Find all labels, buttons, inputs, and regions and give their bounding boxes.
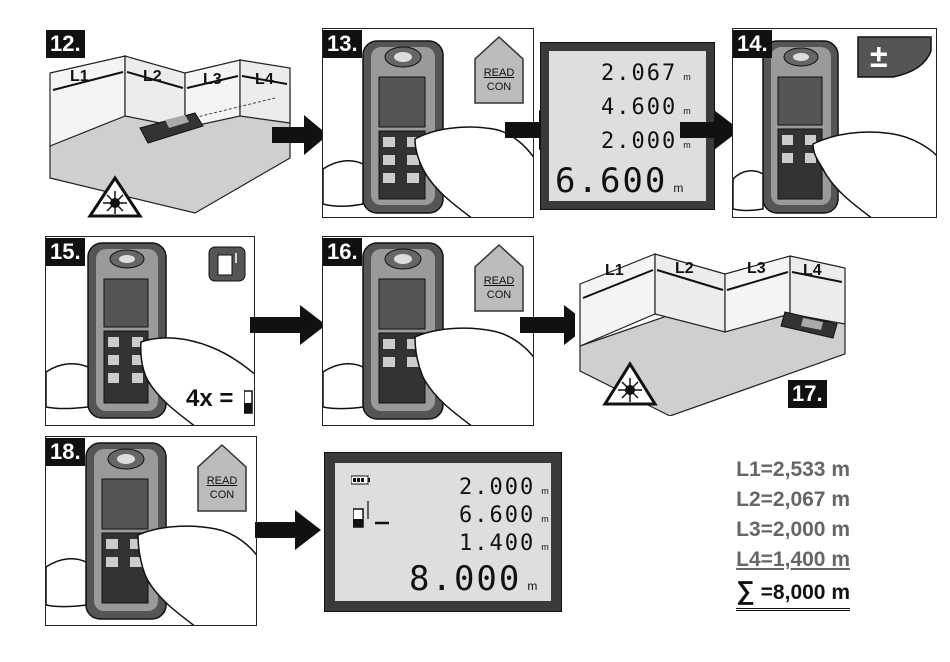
battery-icon bbox=[244, 379, 255, 415]
con-label-16: CON bbox=[477, 289, 521, 301]
step-number-13: 13. bbox=[323, 30, 362, 58]
sum-value: =8,000 m bbox=[761, 581, 850, 604]
instruction-4x: 4x = bbox=[186, 385, 233, 413]
laser-device-icon bbox=[363, 41, 443, 213]
read-label-16: READ bbox=[477, 275, 521, 287]
plus-minus-button-icon bbox=[858, 37, 931, 77]
read-label-13: READ bbox=[477, 67, 521, 79]
step-number-12: 12. bbox=[46, 30, 85, 58]
battery-icon bbox=[351, 475, 371, 485]
arrow-right-icon bbox=[272, 115, 328, 155]
laser-device-icon bbox=[763, 41, 838, 213]
con-label-13: CON bbox=[477, 81, 521, 93]
room-label-l2: L2 bbox=[675, 260, 694, 278]
result-l3: L3=2,000 m bbox=[650, 515, 850, 545]
arrow-right-icon bbox=[255, 510, 321, 550]
room-label-l4: L4 bbox=[255, 71, 274, 89]
step-number-16: 16. bbox=[323, 238, 362, 266]
result-l4: L4=1,400 m bbox=[650, 545, 850, 575]
result-l1: L1=2,533 m bbox=[650, 455, 850, 485]
result-sum: ∑ =8,000 m bbox=[736, 575, 850, 611]
room-label-l3: L3 bbox=[747, 260, 766, 278]
arrow-right-icon bbox=[250, 305, 326, 345]
plus-minus-label: ± bbox=[870, 37, 888, 75]
step-number-15: 15. bbox=[46, 238, 85, 266]
step-number-18: 18. bbox=[46, 438, 85, 466]
sum-symbol: ∑ bbox=[736, 575, 755, 605]
room-label-l3: L3 bbox=[203, 71, 222, 89]
room-label-l4: L4 bbox=[803, 262, 822, 280]
room-label-l1: L1 bbox=[605, 262, 624, 280]
step-number-17: 17. bbox=[788, 380, 827, 408]
step-number-14: 14. bbox=[733, 30, 772, 58]
con-label-18: CON bbox=[200, 489, 244, 501]
read-label-18: READ bbox=[200, 475, 244, 487]
arrow-right-icon bbox=[680, 110, 740, 150]
result-l2: L2=2,067 m bbox=[650, 485, 850, 515]
reference-rear-icon bbox=[209, 247, 245, 281]
results-list: L1=2,533 m L2=2,067 m L3=2,000 m L4=1,40… bbox=[650, 455, 850, 611]
reference-rear-icon bbox=[353, 499, 401, 529]
laser-device-icon bbox=[88, 243, 166, 418]
room-label-l2: L2 bbox=[143, 68, 162, 86]
room-label-l1: L1 bbox=[70, 68, 89, 86]
